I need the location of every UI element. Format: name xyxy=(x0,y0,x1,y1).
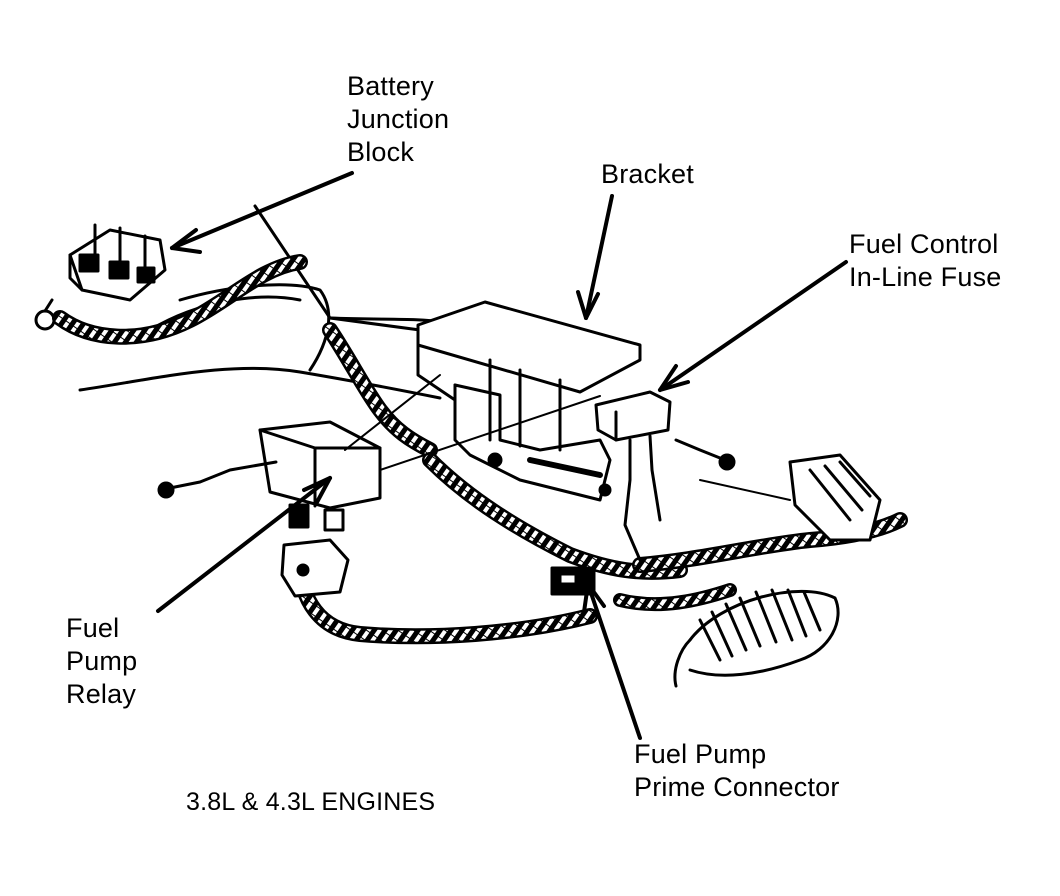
label-fuel-pump-relay: Fuel Pump Relay xyxy=(66,612,137,711)
figure-caption: 3.8L & 4.3L ENGINES xyxy=(186,788,436,816)
label-line: Block xyxy=(347,137,415,167)
label-line: Bracket xyxy=(601,159,694,189)
in-line-fuse xyxy=(594,390,736,562)
label-line: Relay xyxy=(66,679,137,709)
fuel-pump-relay xyxy=(157,420,382,532)
label-line: Fuel Control xyxy=(849,229,999,259)
arrow-fuse xyxy=(658,260,848,392)
battery-junction-block xyxy=(34,223,167,331)
corrugated-tube xyxy=(673,588,840,688)
label-fuel-control-fuse: Fuel Control In-Line Fuse xyxy=(849,228,1001,294)
label-line: In-Line Fuse xyxy=(849,262,1002,292)
arrow-prime xyxy=(586,582,642,740)
label-line: Fuel xyxy=(66,613,120,643)
bracket xyxy=(416,300,642,502)
relay-connector xyxy=(280,538,350,598)
label-bracket: Bracket xyxy=(601,158,694,191)
label-line: Junction xyxy=(347,104,450,134)
harness-connector xyxy=(788,453,882,542)
arrow-relay xyxy=(156,476,332,613)
arrow-bracket xyxy=(584,194,614,320)
label-line: Pump xyxy=(66,646,138,676)
label-line: Battery xyxy=(347,71,434,101)
label-line: Fuel Pump xyxy=(634,739,767,769)
label-line: Prime Connector xyxy=(634,772,840,802)
label-fuel-pump-prime-connector: Fuel Pump Prime Connector xyxy=(634,738,840,804)
leader-lines xyxy=(156,171,848,740)
arrow-battery-junction xyxy=(170,171,354,250)
routing-lines xyxy=(344,374,791,501)
label-battery-junction-block: Battery Junction Block xyxy=(347,70,449,169)
